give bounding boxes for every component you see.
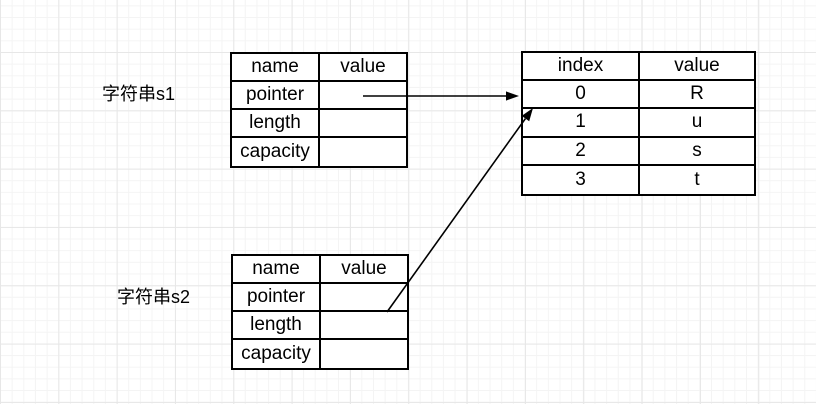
s1-header-name-cell: name <box>232 54 320 82</box>
s2-header-value-cell: value <box>321 256 407 284</box>
char-header-value-cell: value <box>640 53 754 82</box>
char-row1-index-cell: 1 <box>523 109 640 138</box>
s2-pointer-value-cell <box>321 284 407 312</box>
s2-length-value-cell <box>321 312 407 340</box>
s1-length-value-cell <box>320 110 406 138</box>
s1-length-name-cell: length <box>232 110 320 138</box>
s2-struct-table: name value pointer length capacity <box>231 254 409 370</box>
s2-header-name-cell: name <box>233 256 321 284</box>
char-row0-value-cell: R <box>640 81 754 110</box>
s1-pointer-arrowhead-icon <box>506 91 519 101</box>
char-row3-index-cell: 3 <box>523 165 640 194</box>
char-row3-value-cell: t <box>694 168 700 190</box>
string-buffer-table: index value 0 R 1 u 2 s 3 t <box>521 51 756 196</box>
char-row2-value-cell: s <box>640 138 754 166</box>
s1-pointer-value-cell <box>320 82 406 110</box>
s1-pointer-name-cell: pointer <box>232 82 320 110</box>
s2-capacity-name-cell: capacity <box>233 340 321 368</box>
s1-header-value-cell: value <box>320 54 406 82</box>
char-row1-value-cell: u <box>640 109 754 138</box>
char-header-index-cell: index <box>523 53 640 82</box>
label-s2: 字符串s2 <box>117 287 191 307</box>
s2-length-name-cell: length <box>233 312 321 340</box>
s1-capacity-value-cell <box>320 138 406 166</box>
s2-pointer-name-cell: pointer <box>233 284 321 312</box>
char-row0-index-cell: 0 <box>523 81 640 110</box>
char-row2-index-cell: 2 <box>523 137 640 166</box>
s1-capacity-name-cell: capacity <box>232 138 320 166</box>
s1-struct-table: name value pointer length capacity <box>230 52 408 168</box>
label-s1: 字符串s1 <box>102 84 176 104</box>
s2-capacity-value-cell <box>321 340 407 368</box>
